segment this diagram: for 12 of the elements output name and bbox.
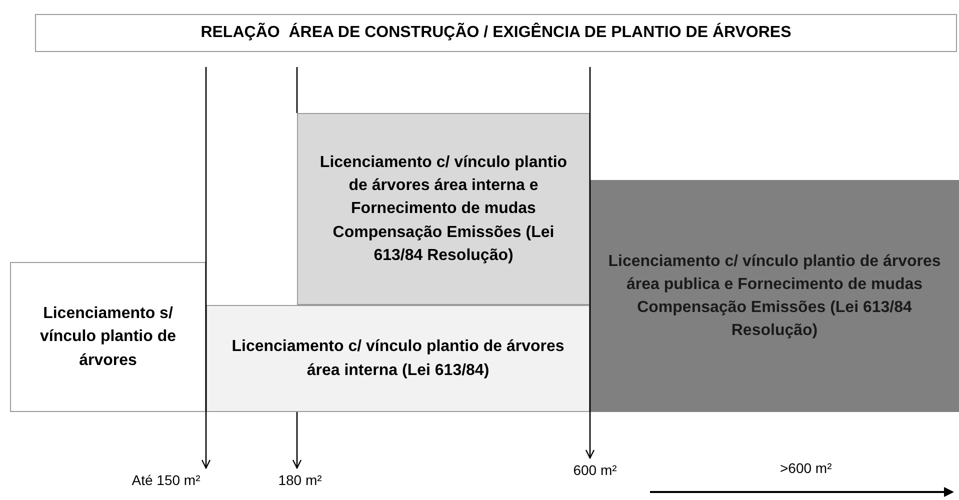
license-box: Licenciamento s/ vínculo plantio de árvores — [10, 262, 206, 412]
threshold-label: 180 m² — [260, 468, 340, 492]
arrow — [292, 66, 302, 469]
arrow — [585, 67, 595, 459]
range-label: >600 m² — [780, 459, 832, 478]
title-box: RELAÇÃO ÁREA DE CONSTRUÇÃO / EXIGÊNCIA DE PLANTIO DE ÁRVORES — [35, 14, 957, 52]
threshold-label: 600 m² — [555, 458, 635, 482]
license-box: Licenciamento c/ vínculo plantio de árvores área publica e Fornecimento de mudas Compensação Emissões (Lei 613/84 Resolução) — [590, 180, 959, 412]
arrow — [201, 67, 211, 469]
threshold-label: Até 150 m² — [110, 468, 222, 492]
license-box: Licenciamento c/ vínculo plantio de árvores área interna (Lei 613/84) — [206, 305, 590, 412]
license-box: Licenciamento c/ vínculo plantio de árvores área interna e Fornecimento de mudas Compensação Emissões (Lei 613/84 Resolução) — [297, 113, 590, 305]
